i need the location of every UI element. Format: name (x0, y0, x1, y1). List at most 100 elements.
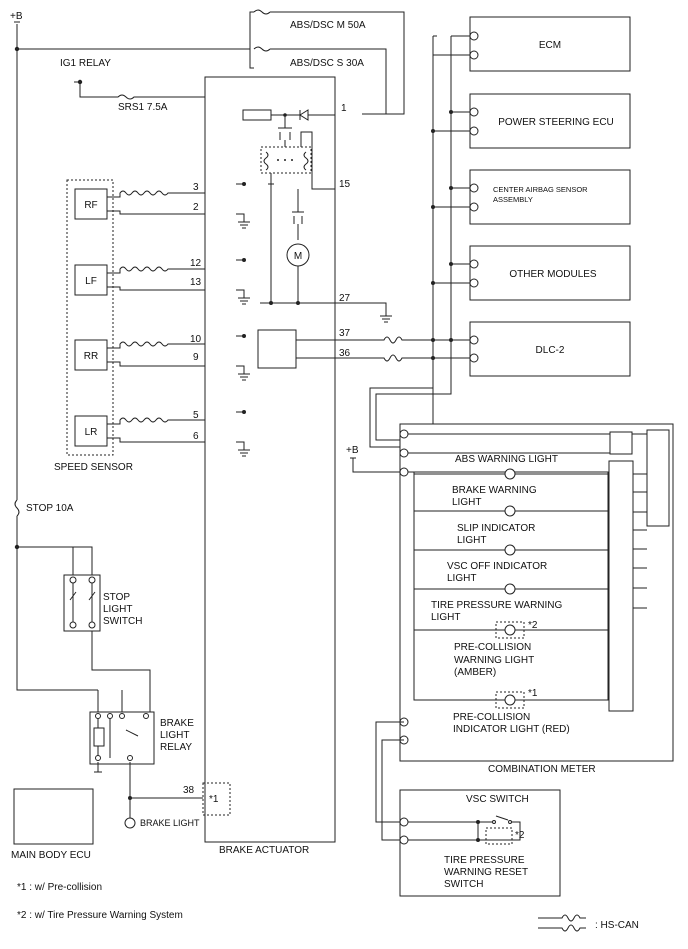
stop-fuse-symbol (14, 499, 20, 517)
pcs-amber-label-2: WARNING LIGHT (454, 655, 534, 666)
brake-light-relay-label-1: BRAKE (160, 718, 194, 729)
ecm-label: ECM (539, 40, 561, 51)
vsc-off-label-2: LIGHT (447, 573, 476, 584)
solenoid-group (260, 146, 312, 174)
pin-12: 12 (190, 258, 202, 269)
stop-light-switch-box (63, 574, 101, 632)
pin-13: 13 (190, 277, 202, 288)
pin-6: 6 (193, 431, 199, 442)
vsc-switch: VSC SWITCH *2 TIRE PRESSURE WARNING RESE… (375, 721, 561, 897)
brake-light-label: BRAKE LIGHT (140, 818, 200, 828)
pin-3: 3 (193, 182, 199, 193)
actuator-internal-circuit: M (242, 109, 470, 369)
sensor-rf (74, 188, 108, 220)
tire-pressure-label-2: LIGHT (431, 612, 460, 623)
pin-5: 5 (193, 410, 199, 421)
sensor-rf-label: RF (84, 200, 97, 211)
center-airbag-box (469, 169, 631, 225)
stop-light-switch-label-1: STOP (103, 592, 130, 603)
abs-warning-label: ABS WARNING LIGHT (455, 454, 558, 465)
stop-light-switch-label-3: SWITCH (103, 616, 142, 627)
power-steering-label: POWER STEERING ECU (498, 117, 614, 128)
pin-1: 1 (341, 103, 347, 114)
brake-warning-label-2: LIGHT (452, 497, 481, 508)
slip-indicator-lamp (504, 505, 516, 517)
hs-can-legend: : HS-CAN (538, 914, 639, 932)
reset-switch-label-3: SWITCH (444, 879, 483, 890)
abs-m-fuse-label: ABS/DSC M 50A (290, 20, 366, 31)
main-body-ecu-label: MAIN BODY ECU (11, 850, 91, 861)
can-modules: ECM POWER STEERING ECU CENTER AIRBAG SEN… (369, 16, 631, 520)
other-modules-box (469, 245, 631, 301)
sensor-lf (74, 264, 108, 296)
slip-indicator-label-1: SLIP INDICATOR (457, 523, 535, 534)
srs1-wire (74, 81, 212, 100)
dlc2-label: DLC-2 (536, 345, 565, 356)
pre-collision-marker: *1 (209, 794, 219, 805)
speed-sensor-frame (66, 179, 114, 456)
motor-transistor (292, 200, 304, 240)
brake-light-relay: BRAKE LIGHT RELAY BRAKE LIGHT (89, 690, 203, 829)
pcs-red-lamp (504, 694, 516, 706)
hs-can-legend-label: : HS-CAN (595, 920, 639, 931)
stop-light-switch-label-2: LIGHT (103, 604, 132, 615)
abs-fuse-wires (17, 11, 254, 69)
sensor-rr-label: RR (84, 351, 98, 362)
pcs-amber-marker: *2 (528, 620, 538, 631)
brake-warning-lamp (504, 468, 516, 480)
abs-s-fuse-label: ABS/DSC S 30A (290, 58, 364, 69)
pcs-amber-lamp (504, 624, 516, 636)
sensor-inputs (236, 182, 250, 457)
pin-15: 15 (339, 179, 351, 190)
pin-37: 37 (339, 328, 351, 339)
reset-switch-label-2: WARNING RESET (444, 867, 528, 878)
pin-27: 27 (339, 293, 351, 304)
speed-sensor-group: RF LF RR LR SPEED SENSOR (54, 179, 236, 473)
vsc-off-label-1: VSC OFF INDICATOR (447, 561, 547, 572)
hs-can-bus (296, 336, 470, 362)
brake-warning-label-1: BRAKE WARNING (452, 485, 537, 496)
pcs-red-marker: *1 (528, 688, 538, 699)
combination-meter: COMBINATION METER +B ABS WARNING LIGHT B… (346, 423, 674, 775)
motor-label: M (294, 251, 302, 262)
pcs-red-label-2: INDICATOR LIGHT (RED) (453, 724, 570, 735)
brake-actuator: BRAKE ACTUATOR 1 15 3 2 12 13 27 10 9 37… (183, 76, 470, 856)
brake-light-lamp (124, 817, 136, 829)
pcs-amber-label-1: PRE-COLLISION (454, 642, 531, 653)
tire-pressure-label-1: TIRE PRESSURE WARNING (431, 600, 563, 611)
solenoid-transistor (278, 115, 292, 147)
ecm-box (469, 16, 631, 72)
can-interface-block (257, 329, 297, 369)
pre-collision-connector (202, 782, 231, 816)
center-airbag-label-2: ASSEMBLY (493, 195, 533, 204)
pin-9: 9 (193, 352, 199, 363)
slip-indicator-label-2: LIGHT (457, 535, 486, 546)
resistor (242, 109, 272, 121)
combination-meter-label: COMBINATION METER (488, 764, 596, 775)
brake-actuator-box (204, 76, 336, 843)
pcs-amber-label-3: (AMBER) (454, 667, 496, 678)
power-supply: +B ABS/DSC M 50A ABS/DSC S 30A IG1 RELAY… (10, 9, 405, 691)
brake-actuator-label: BRAKE ACTUATOR (219, 845, 309, 856)
tire-pressure-lamp (504, 583, 516, 595)
vsc-reset-marker: *2 (515, 830, 525, 841)
reset-switch-label-1: TIRE PRESSURE (444, 855, 525, 866)
speed-sensor-label: SPEED SENSOR (54, 462, 133, 473)
center-airbag-label-1: CENTER AIRBAG SENSOR (493, 185, 588, 194)
srs1-fuse-label: SRS1 7.5A (118, 102, 168, 113)
vsc-off-lamp (504, 544, 516, 556)
sensor-lr-label: LR (85, 427, 98, 438)
pcs-red-label-1: PRE-COLLISION (453, 712, 530, 723)
sensor-lr (74, 415, 108, 447)
pin-10: 10 (190, 334, 202, 345)
power-steering-box (469, 93, 631, 149)
note-pre-collision: *1 : w/ Pre-collision (17, 882, 102, 893)
stop-light-switch: STOP LIGHT SWITCH (63, 547, 151, 712)
brake-light-relay-label-2: LIGHT (160, 730, 189, 741)
brake-light-relay-label-3: RELAY (160, 742, 192, 753)
ig1-relay-label: IG1 RELAY (60, 58, 111, 69)
vsc-switch-box (399, 789, 561, 897)
sensor-rr (74, 339, 108, 371)
vsc-switch-label: VSC SWITCH (466, 794, 529, 805)
